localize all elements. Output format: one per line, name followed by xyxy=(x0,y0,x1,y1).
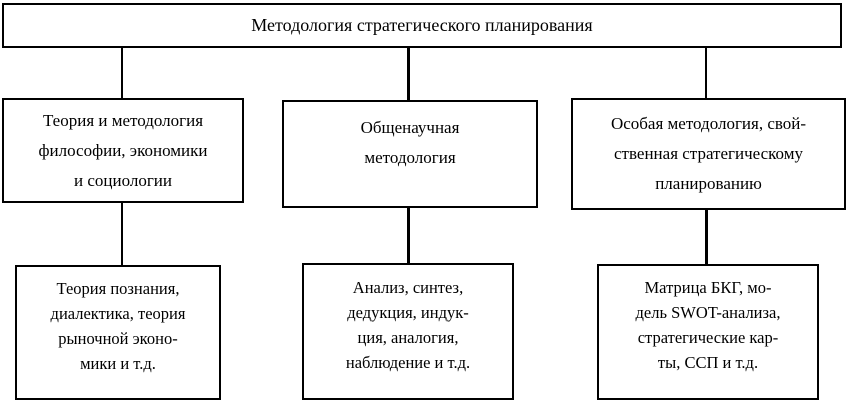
leaf-box-philosophy-examples-label: Теория познания, диалектика, теория рыно… xyxy=(50,278,186,373)
branch-box-philosophy: Теория и методология философии, экономик… xyxy=(2,98,244,203)
leaf-box-general-science-examples: Анализ, синтез, дедукция, индук- ция, ан… xyxy=(302,263,514,400)
branch-box-general-science: Общенаучная методология xyxy=(282,100,538,208)
connector-philosophy-to-examples xyxy=(121,202,123,266)
leaf-box-philosophy-examples: Теория познания, диалектика, теория рыно… xyxy=(15,265,221,400)
connector-special-to-examples xyxy=(705,209,708,266)
leaf-box-general-science-examples-label: Анализ, синтез, дедукция, индук- ция, ан… xyxy=(345,277,471,372)
branch-box-special: Особая методология, свой- ственная страт… xyxy=(571,98,846,210)
connector-general-science-to-examples xyxy=(407,207,410,265)
leaf-box-special-examples: Матрица БКГ, мо- дель SWOT-анализа, стра… xyxy=(597,264,819,400)
leaf-box-special-examples-label: Матрица БКГ, мо- дель SWOT-анализа, стра… xyxy=(635,278,781,372)
connector-root-to-philosophy xyxy=(121,48,123,99)
branch-box-special-label: Особая методология, свой- ственная страт… xyxy=(610,114,807,193)
root-box-label: Методология стратегического планирования xyxy=(251,15,593,35)
root-box-methodology: Методология стратегического планирования xyxy=(2,3,842,48)
branch-box-philosophy-label: Теория и методология философии, экономик… xyxy=(38,110,208,190)
connector-root-to-general-science xyxy=(407,46,410,101)
branch-box-general-science-label: Общенаучная методология xyxy=(360,118,460,167)
connector-root-to-special xyxy=(705,48,707,99)
